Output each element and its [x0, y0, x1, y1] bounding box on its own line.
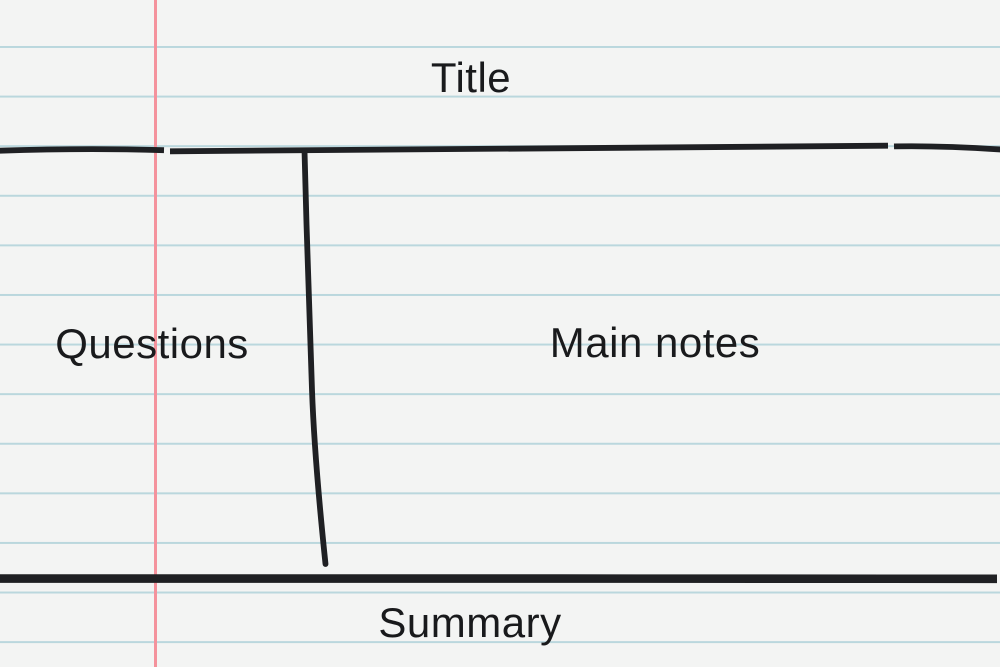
title-label: Title — [430, 54, 512, 101]
summary-label: Summary — [378, 599, 562, 646]
title-divider-line-left — [0, 146, 165, 154]
red-margin-line — [154, 0, 157, 667]
questions-label: Questions — [55, 320, 249, 367]
title-divider-line-right — [893, 143, 1000, 153]
title-divider-line-middle — [169, 142, 889, 155]
summary-divider-line — [0, 573, 998, 584]
main-notes-label: Main notes — [549, 319, 761, 366]
section-divider-line — [301, 147, 329, 567]
